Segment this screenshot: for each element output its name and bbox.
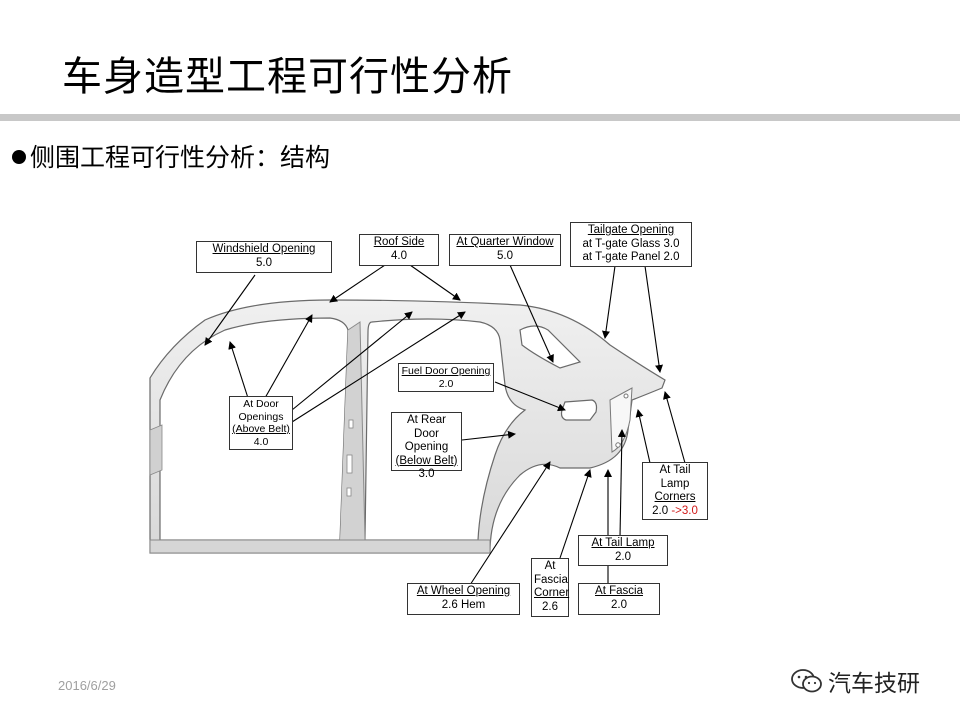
section-heading: 侧围工程可行性分析：结构 bbox=[12, 138, 330, 174]
footer-date: 2016/6/29 bbox=[58, 678, 116, 693]
fuel-door bbox=[560, 399, 598, 421]
tail-lamp-pocket bbox=[609, 387, 633, 453]
wechat-icon bbox=[791, 669, 822, 693]
page-title: 车身造型工程可行性分析 bbox=[62, 54, 513, 100]
watermark: 汽车技研 bbox=[790, 664, 920, 698]
watermark-text: 汽车技研 bbox=[828, 671, 920, 697]
quarter-window-opening bbox=[519, 325, 582, 369]
title-divider bbox=[0, 114, 960, 121]
bullet-icon bbox=[12, 150, 26, 164]
section-heading-text: 侧围工程可行性分析：结构 bbox=[30, 143, 331, 172]
